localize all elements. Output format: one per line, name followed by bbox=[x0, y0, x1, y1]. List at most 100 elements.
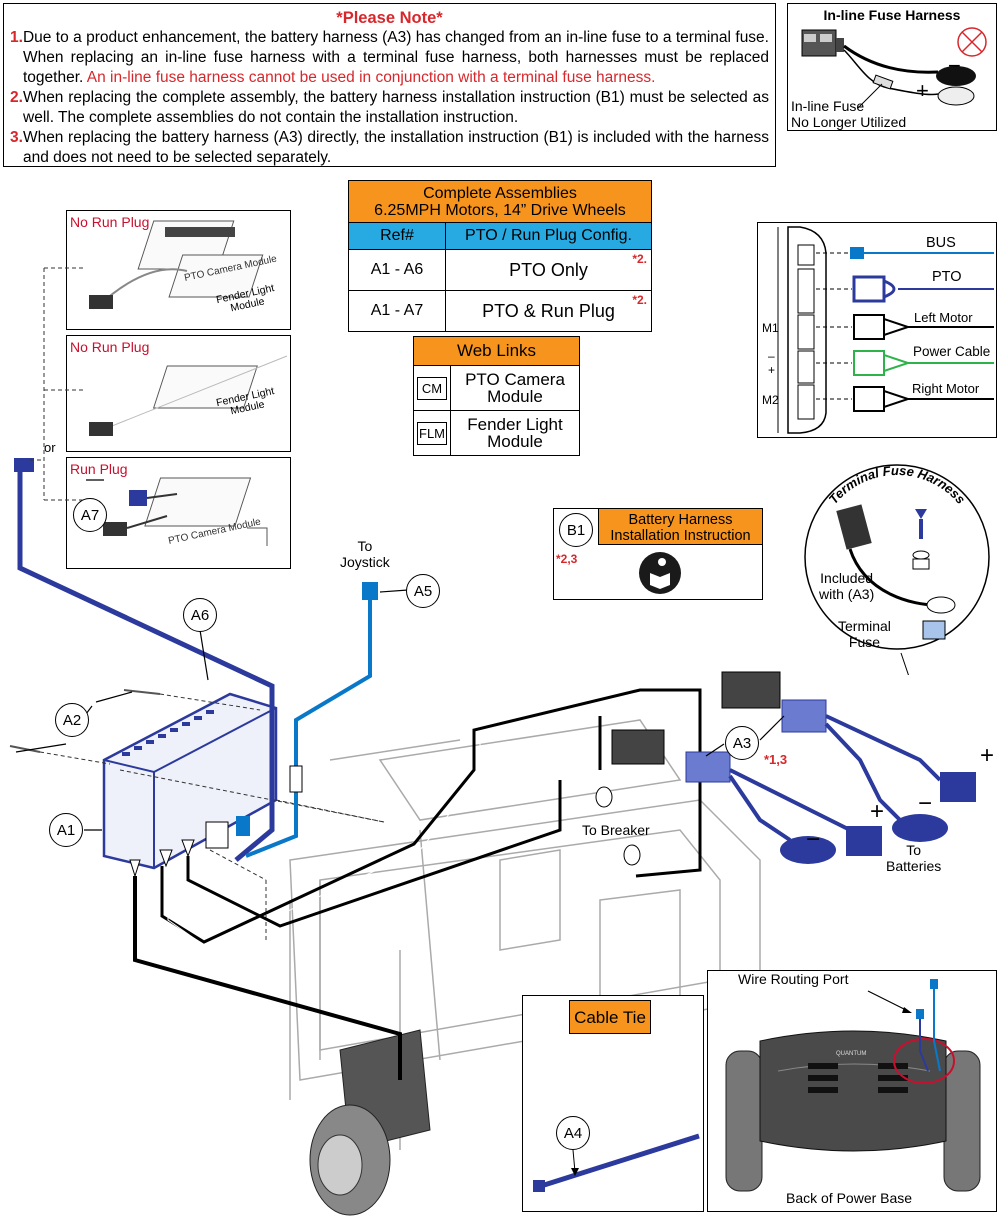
b1-note: *2,3 bbox=[556, 552, 578, 566]
wire-routing-port-label: Wire Routing Port bbox=[738, 971, 849, 987]
run-plug-icon bbox=[129, 490, 147, 506]
anderson-plug-icon bbox=[836, 504, 872, 550]
note-warning-text: An in-line fuse harness cannot be used i… bbox=[86, 69, 656, 86]
power-cable-label: Power Cable bbox=[913, 344, 991, 359]
callout-a6[interactable]: A6 bbox=[183, 598, 217, 632]
bus-connector-icon bbox=[816, 247, 994, 259]
right-motor-label: Right Motor bbox=[912, 381, 980, 396]
inline-plus-symbol: + bbox=[916, 78, 929, 103]
web-link-code[interactable]: FLM bbox=[417, 421, 447, 445]
ferrite-icon bbox=[289, 765, 303, 793]
row-note: *2. bbox=[632, 252, 647, 266]
bus-label: BUS bbox=[926, 235, 956, 251]
row-ref: A1 - A6 bbox=[348, 249, 446, 291]
web-links-title: Web Links bbox=[413, 336, 580, 366]
a3-note: *1,3 bbox=[764, 752, 788, 767]
right-motor-connector-icon bbox=[816, 386, 994, 412]
panel-caption: No Run Plug bbox=[70, 214, 150, 230]
screw-icon bbox=[915, 509, 927, 519]
callout-a5[interactable]: A5 bbox=[406, 574, 440, 608]
callout-a4[interactable]: A4 bbox=[556, 1116, 590, 1150]
positive-terminal-icon bbox=[846, 826, 882, 856]
inline-minus-symbol: − bbox=[948, 53, 961, 78]
note-item-3: 3.When replacing the battery harness (A3… bbox=[10, 129, 769, 166]
negative-terminal-icon bbox=[892, 814, 948, 842]
pto-connector-icon bbox=[816, 275, 994, 303]
left-motor-cable-path bbox=[186, 780, 562, 928]
power-cable-connector-icon bbox=[816, 350, 994, 376]
panel-no-run-plug-camera: No Run Plug PTO Camera Module Fender Lig… bbox=[66, 210, 291, 330]
note-item-1: 1.Due to a product enhancement, the batt… bbox=[10, 29, 769, 86]
anderson-connector-icon bbox=[801, 29, 844, 57]
web-link-code[interactable]: CM bbox=[417, 376, 447, 400]
bus-cable-path bbox=[245, 598, 372, 858]
terminal-fuse-harness-illustration: Terminal Fuse Harness bbox=[804, 463, 990, 675]
inline-fuse-title: In-line Fuse Harness bbox=[823, 7, 961, 23]
back-of-power-base-caption: Back of Power Base bbox=[786, 1190, 913, 1206]
plus-label: + bbox=[768, 363, 776, 377]
battery-plus-symbol: + bbox=[870, 798, 885, 825]
positive-terminal-icon bbox=[940, 772, 976, 802]
terminal-fuse-icon bbox=[922, 620, 946, 640]
battery-minus-symbol: − bbox=[918, 790, 933, 817]
read-manual-icon[interactable] bbox=[638, 551, 682, 595]
m2-label: M2 bbox=[762, 393, 779, 407]
motor-icon bbox=[309, 1029, 431, 1216]
callout-a3[interactable]: A3 bbox=[725, 726, 759, 760]
nut-icon bbox=[912, 558, 930, 570]
power-cable-path bbox=[160, 688, 702, 944]
brand-text: QUANTUM bbox=[836, 1051, 866, 1057]
inline-fuse-harness-illustration bbox=[801, 27, 987, 109]
inline-fuse-label: In-line Fuse bbox=[791, 98, 865, 114]
left-motor-connector-icon bbox=[816, 314, 994, 340]
cable-tie-illustration bbox=[533, 1133, 700, 1192]
callout-b1[interactable]: B1 bbox=[559, 513, 593, 547]
callout-a1[interactable]: A1 bbox=[49, 813, 83, 847]
not-allowed-icon bbox=[957, 27, 987, 57]
back-of-power-base-box: QUANTUM Wire Routing Port Back of Power … bbox=[707, 970, 997, 1212]
row-config: PTO Only bbox=[509, 259, 588, 280]
power-base-rear-illustration: QUANTUM bbox=[725, 979, 981, 1192]
inline-fuse-not-utilized: No Longer Utilized bbox=[791, 114, 907, 130]
breaker-terminal-icon bbox=[595, 786, 613, 808]
cable-tie-box: Cable Tie A4 bbox=[522, 995, 704, 1212]
ring-terminal-icon bbox=[926, 596, 956, 614]
battery-plus-symbol: + bbox=[980, 742, 995, 769]
to-breaker-label: To Breaker bbox=[582, 822, 650, 838]
table-row[interactable]: A1 - A6 PTO Only *2. bbox=[348, 249, 652, 291]
panel-run-plug: Run Plug PTO Camera Module A7 bbox=[66, 457, 291, 569]
minus-label: – bbox=[768, 349, 775, 363]
col-ref-header: Ref# bbox=[348, 222, 446, 250]
negative-terminal-icon bbox=[936, 66, 976, 86]
controller-connections-box: BUS PTO Left Motor Power Cable Right Mot… bbox=[757, 222, 997, 438]
right-motor-cable-path bbox=[133, 876, 402, 1080]
pto-connector-icon bbox=[14, 458, 34, 472]
battery-connector-icon bbox=[611, 671, 827, 783]
please-note-title: *Please Note* bbox=[336, 9, 443, 27]
breaker-terminal-icon bbox=[623, 844, 641, 866]
left-motor-label: Left Motor bbox=[914, 310, 973, 325]
or-label: or bbox=[44, 440, 56, 455]
please-note-box: *Please Note* 1.Due to a product enhance… bbox=[3, 3, 776, 167]
inline-fuse-icon bbox=[872, 74, 894, 90]
joystick-connector-icon bbox=[362, 582, 378, 600]
inline-fuse-harness-box: In-line Fuse Harness − + In-line Fuse No… bbox=[787, 3, 997, 131]
wire-routing-port-highlight bbox=[893, 1038, 955, 1084]
controller-module-icon bbox=[102, 692, 278, 878]
row-note: *2. bbox=[632, 293, 647, 307]
callout-a7[interactable]: A7 bbox=[73, 498, 107, 532]
table-row[interactable]: A1 - A7 PTO & Run Plug*2. bbox=[348, 290, 652, 332]
callout-a2[interactable]: A2 bbox=[55, 703, 89, 737]
panel-caption: No Run Plug bbox=[70, 339, 150, 355]
